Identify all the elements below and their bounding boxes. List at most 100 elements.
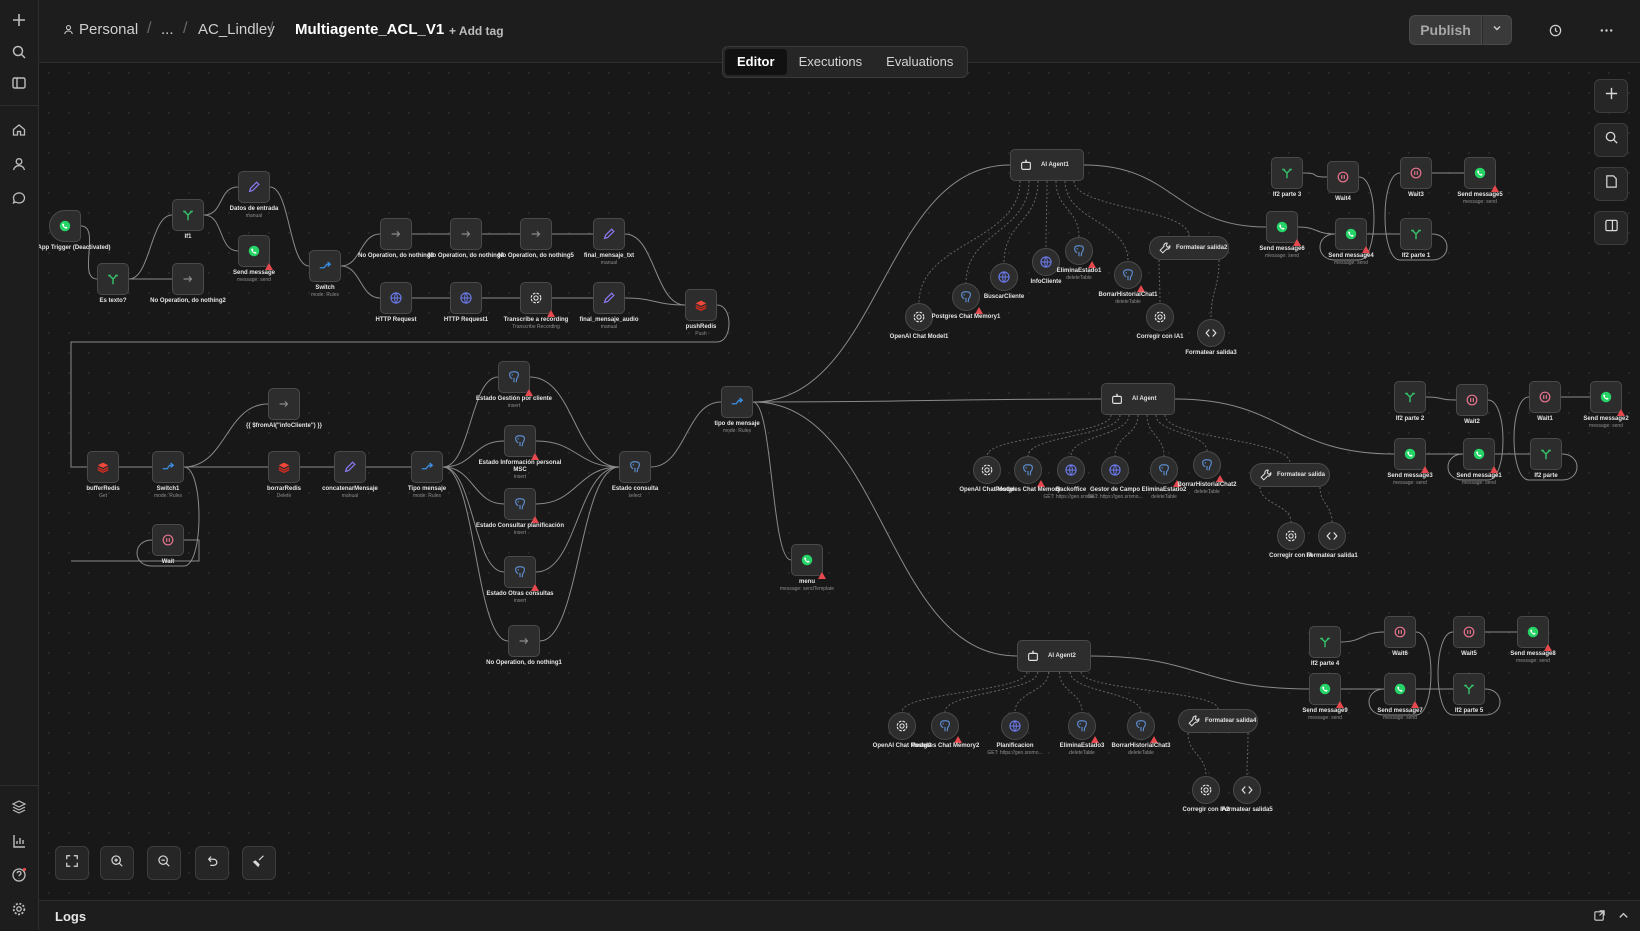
node-if2p5[interactable]: [1453, 673, 1485, 705]
node-wait4[interactable]: [1327, 161, 1359, 193]
node-push-redis[interactable]: [685, 289, 717, 321]
chevron-up-icon[interactable]: [1617, 909, 1630, 927]
more-options-icon[interactable]: [1594, 18, 1618, 42]
node-wait5[interactable]: [1453, 616, 1485, 648]
history-icon[interactable]: [1543, 18, 1567, 42]
node-final-audio[interactable]: [593, 282, 625, 314]
node-send1[interactable]: [1463, 438, 1498, 473]
node-noop4[interactable]: [450, 218, 482, 250]
node-borrar-redis[interactable]: [268, 451, 300, 483]
node-wait[interactable]: [152, 524, 184, 556]
node-oa-model2[interactable]: [888, 712, 916, 740]
node-elimina2[interactable]: [1150, 456, 1181, 487]
node-send8[interactable]: [1517, 616, 1552, 651]
publish-dropdown-button[interactable]: [1482, 15, 1512, 45]
node-buffer-redis[interactable]: [87, 451, 119, 483]
node-wait2[interactable]: [1456, 384, 1488, 416]
node-wa-trigger[interactable]: [49, 210, 81, 242]
node-wait6[interactable]: [1384, 616, 1416, 648]
node-send3[interactable]: [1394, 438, 1429, 473]
node-concatenar[interactable]: [334, 451, 366, 483]
publish-button[interactable]: Publish: [1409, 15, 1482, 45]
tab-editor[interactable]: Editor: [725, 49, 787, 75]
node-formatear2[interactable]: Formatear salida2: [1149, 236, 1229, 260]
breadcrumb-project[interactable]: AC_Lindley: [198, 21, 275, 38]
node-estado-consulta[interactable]: [619, 451, 651, 483]
node-estado-consultar[interactable]: [504, 488, 539, 523]
node-ai-agent1[interactable]: AI Agent1: [1010, 149, 1084, 181]
search-nodes-button[interactable]: [1594, 123, 1628, 157]
fit-view-button[interactable]: [55, 846, 89, 880]
node-menu[interactable]: [791, 544, 826, 579]
node-if1[interactable]: [172, 199, 204, 231]
node-borrar-hist1[interactable]: [1114, 261, 1145, 292]
tidy-up-button[interactable]: [242, 846, 276, 880]
plus-icon[interactable]: [7, 8, 31, 32]
node-backoffice[interactable]: [1057, 456, 1085, 484]
home-icon[interactable]: [7, 118, 31, 142]
node-if2p4[interactable]: [1309, 626, 1341, 658]
node-oa-model[interactable]: [973, 456, 1001, 484]
logs-panel[interactable]: Logs: [39, 900, 1640, 931]
node-formatear[interactable]: Formatear salida: [1250, 463, 1330, 487]
node-send7[interactable]: [1384, 673, 1419, 708]
node-formatear1[interactable]: [1318, 522, 1346, 550]
node-wait3[interactable]: [1400, 157, 1432, 189]
sticky-note-button[interactable]: [1594, 167, 1628, 201]
tab-evaluations[interactable]: Evaluations: [886, 54, 954, 69]
node-corregir-ia[interactable]: [1277, 522, 1305, 550]
help-icon[interactable]: [7, 863, 31, 887]
node-switch1[interactable]: [152, 451, 184, 483]
node-if2parte[interactable]: [1530, 438, 1562, 470]
node-ai-agent2[interactable]: AI Agent2: [1017, 640, 1091, 672]
node-http2[interactable]: [450, 282, 482, 314]
add-tag-button[interactable]: + Add tag: [449, 24, 504, 38]
node-estado-otras[interactable]: [504, 556, 539, 591]
tab-executions[interactable]: Executions: [798, 54, 863, 69]
node-if2p3[interactable]: [1271, 157, 1303, 189]
node-borrar-hist3[interactable]: [1127, 712, 1158, 743]
workflow-canvas[interactable]: WhatsApp Trigger (Deactivated)Es texto?I…: [39, 63, 1640, 900]
zoom-out-button[interactable]: [147, 846, 181, 880]
node-pg-mem2[interactable]: [931, 712, 962, 743]
node-info-cliente[interactable]: [1032, 248, 1060, 276]
node-send-msg[interactable]: [238, 235, 273, 270]
node-noop5[interactable]: [520, 218, 552, 250]
node-send4[interactable]: [1335, 218, 1370, 253]
node-borrar-hist2[interactable]: [1193, 451, 1224, 482]
node-send6[interactable]: [1266, 211, 1301, 246]
node-noop3[interactable]: [380, 218, 412, 250]
panel-toggle-icon[interactable]: [7, 71, 31, 95]
node-final-txt[interactable]: [593, 218, 625, 250]
undo-button[interactable]: [195, 846, 229, 880]
node-estado-gestion[interactable]: [498, 361, 533, 396]
search-icon[interactable]: [7, 40, 31, 64]
popout-icon[interactable]: [1593, 909, 1606, 927]
node-formatear3[interactable]: [1197, 319, 1225, 347]
node-pg-mem1[interactable]: [952, 283, 983, 314]
node-if2p2[interactable]: [1394, 381, 1426, 413]
node-corregir-ia1[interactable]: [1146, 303, 1174, 331]
node-send5[interactable]: [1464, 157, 1499, 192]
node-datos[interactable]: [238, 171, 270, 203]
node-formatear5[interactable]: [1233, 776, 1261, 804]
node-switch[interactable]: [309, 250, 341, 282]
node-wait1[interactable]: [1529, 381, 1561, 413]
breadcrumb-owner[interactable]: Personal: [79, 21, 139, 38]
node-es-texto[interactable]: [97, 263, 129, 295]
node-noop1[interactable]: [508, 625, 540, 657]
breadcrumb-ellipsis[interactable]: ...: [161, 21, 174, 38]
node-gestor[interactable]: [1101, 456, 1129, 484]
user-icon[interactable]: [7, 152, 31, 176]
node-ai-agent[interactable]: AI Agent: [1101, 383, 1175, 415]
insights-icon[interactable]: [7, 829, 31, 853]
templates-icon[interactable]: [7, 795, 31, 819]
node-elimina1[interactable]: [1065, 237, 1096, 268]
workflow-name[interactable]: Multiagente_ACL_V1: [295, 21, 445, 38]
node-oa-model1[interactable]: [905, 303, 933, 331]
node-send9[interactable]: [1309, 673, 1344, 708]
node-expr[interactable]: [268, 388, 300, 420]
node-planificacion[interactable]: [1001, 712, 1029, 740]
node-send2[interactable]: [1590, 381, 1625, 416]
node-corregir-ia2[interactable]: [1192, 776, 1220, 804]
